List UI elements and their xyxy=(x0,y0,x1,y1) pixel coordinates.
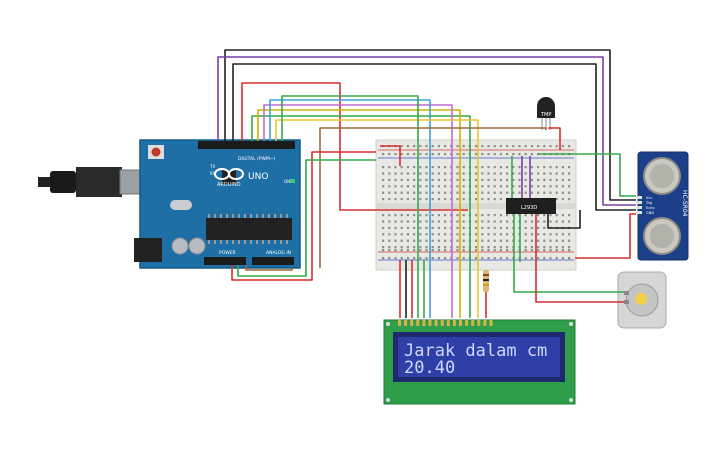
motor-driver-chip[interactable]: L293D xyxy=(506,198,556,214)
digital-label: DIGITAL (PWM~) xyxy=(238,156,276,162)
resistor xyxy=(483,270,489,292)
analog-label: ANALOG IN xyxy=(266,250,291,256)
breadboard[interactable] xyxy=(375,139,577,271)
temperature-sensor[interactable]: TMP xyxy=(537,97,555,130)
power-header[interactable] xyxy=(204,257,246,265)
analog-header[interactable] xyxy=(252,257,294,265)
tx-label: TX xyxy=(209,164,215,169)
rx-label: RX xyxy=(210,171,216,176)
arduino-logo-icon xyxy=(214,168,244,180)
capacitor-2 xyxy=(188,237,206,255)
on-label: ON xyxy=(284,179,290,184)
wires xyxy=(217,49,636,318)
capacitor-1 xyxy=(171,237,189,255)
power-jack xyxy=(134,238,162,262)
ultrasonic-sensor[interactable]: HC-SR04 Vcc Trig Echo GND xyxy=(636,151,689,261)
dc-motor[interactable] xyxy=(617,271,667,329)
power-label: POWER xyxy=(219,250,236,256)
ultrasonic-pin-labels: Vcc Trig Echo GND xyxy=(645,196,655,215)
arduino-uno-board[interactable]: ARDUINO UNO DIGITAL (PWM~) POWER ANALOG … xyxy=(38,139,301,269)
svg-text:GND: GND xyxy=(646,211,654,215)
atmega-chip xyxy=(206,218,292,240)
svg-text:Trig: Trig xyxy=(645,201,652,205)
lcd-module[interactable]: Jarak dalam cm 20.40 xyxy=(383,319,576,405)
lcd-line-1: Jarak dalam cm xyxy=(404,341,547,361)
ultrasonic-model-label: HC-SR04 xyxy=(681,190,688,217)
lcd-line-2: 20.40 xyxy=(404,358,455,378)
svg-text:Vcc: Vcc xyxy=(646,196,652,200)
svg-text:Echo: Echo xyxy=(646,206,655,210)
arduino-brand-label: ARDUINO xyxy=(217,182,241,188)
digital-header[interactable] xyxy=(198,141,295,149)
motor-shaft-icon xyxy=(635,293,647,305)
arduino-model-label: UNO xyxy=(248,172,268,182)
lcd-pin-header xyxy=(398,320,493,326)
sensor-chip-label: TMP xyxy=(540,112,551,118)
driver-chip-label: L293D xyxy=(521,205,537,211)
